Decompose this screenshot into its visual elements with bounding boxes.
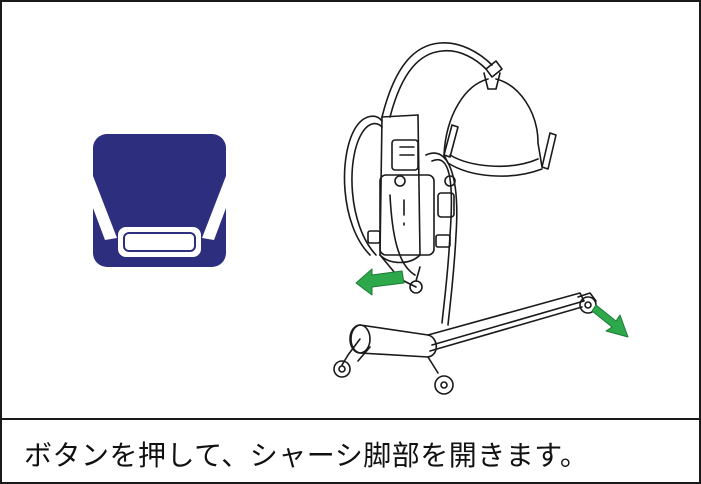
- push-handle-right: [425, 152, 458, 326]
- open-arrow-right: [591, 304, 629, 338]
- lift-boom: [381, 42, 493, 118]
- caster-rear: [434, 375, 454, 395]
- open-arrow-left: [355, 268, 405, 296]
- sling-bar-icon: [93, 134, 226, 267]
- caster-front-left: [333, 360, 351, 378]
- caption-divider: [0, 418, 701, 420]
- spreader-bar: [443, 78, 489, 164]
- instruction-text: ボタンを押して、シャーシ脚部を開きます。: [24, 439, 589, 472]
- push-handle-left: [343, 115, 383, 256]
- patient-lift-illustration: [320, 35, 640, 400]
